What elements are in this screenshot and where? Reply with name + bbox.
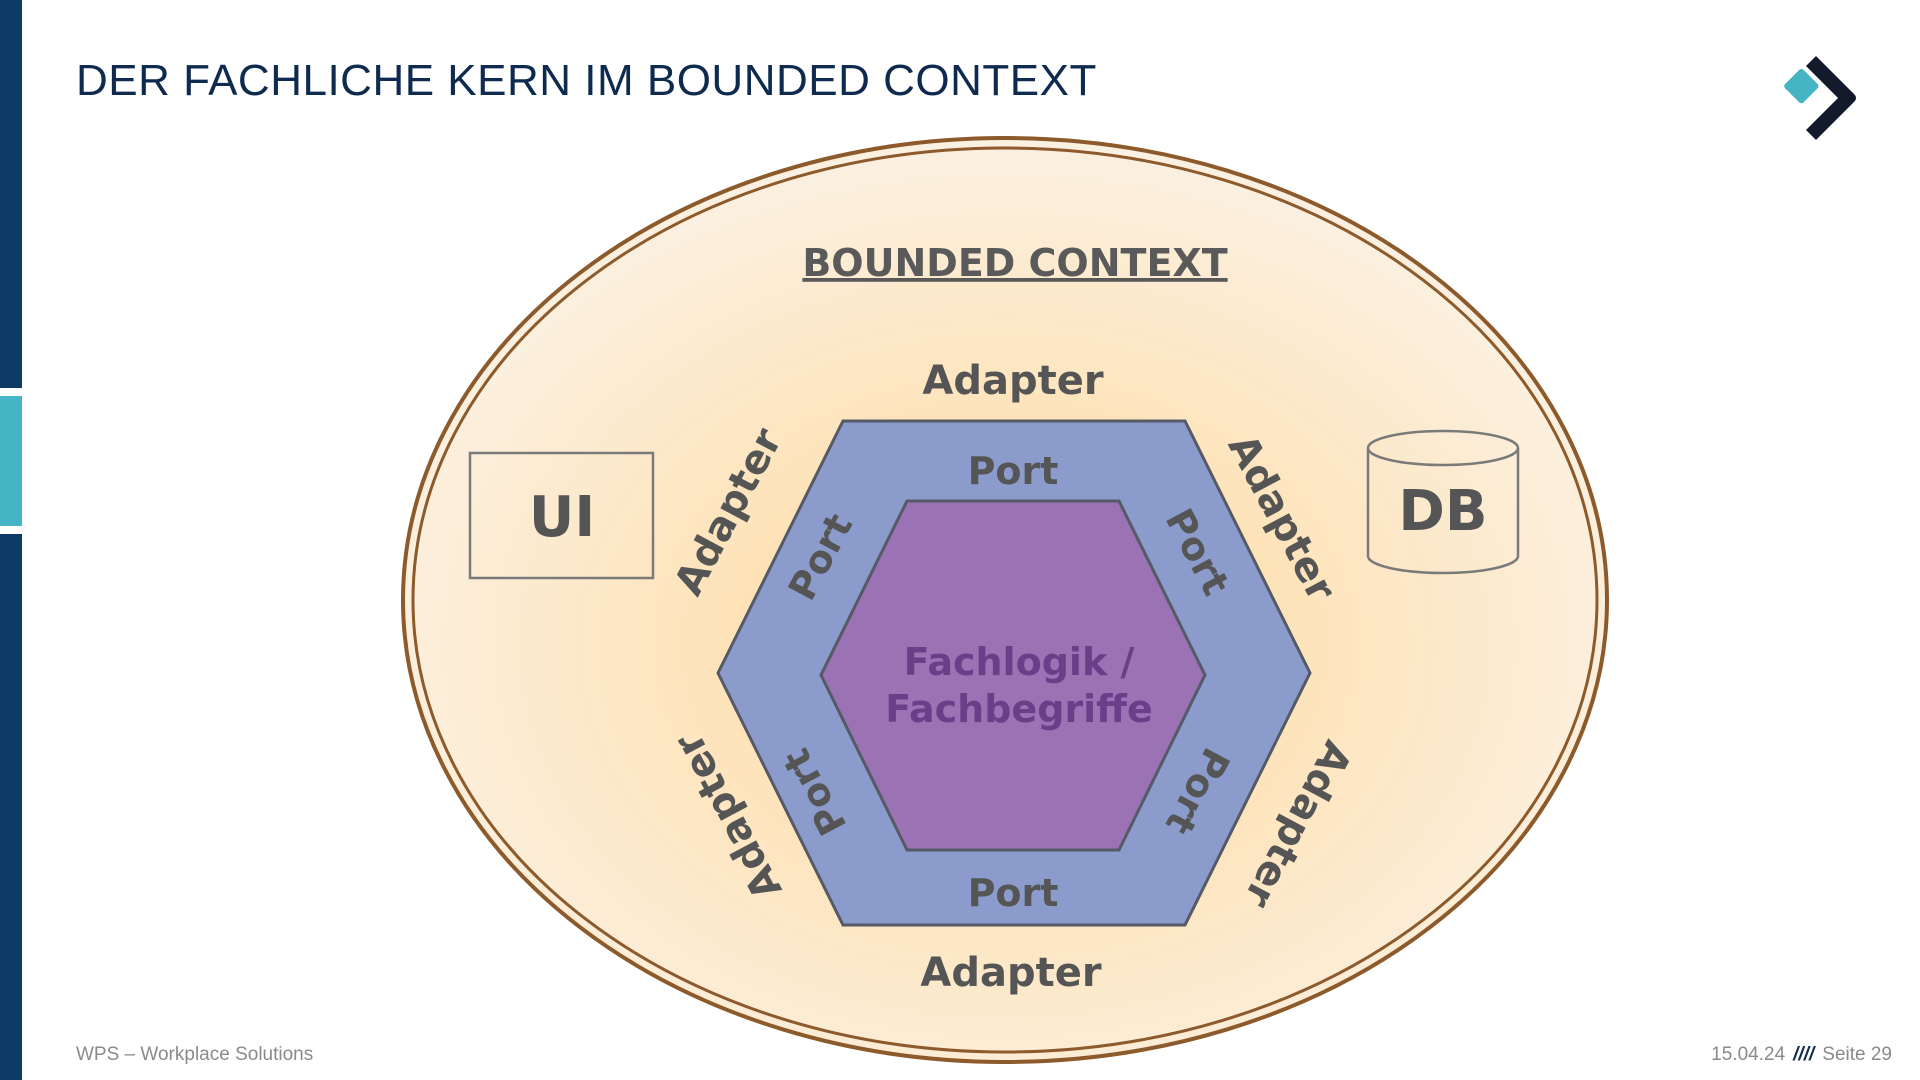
port-label-bottom: Port bbox=[968, 871, 1059, 915]
footer-page-number: Seite 29 bbox=[1822, 1044, 1892, 1065]
db-label: DB bbox=[1398, 479, 1487, 544]
adapter-label-top: Adapter bbox=[922, 358, 1103, 404]
sidebar-accent-top bbox=[0, 0, 22, 388]
adapter-label-bottom: Adapter bbox=[920, 950, 1101, 996]
footer-company: WPS – Workplace Solutions bbox=[76, 1044, 314, 1065]
core-label-line2: Fachbegriffe bbox=[885, 687, 1152, 731]
footer-meta: 15.04.24 //// Seite 29 bbox=[1711, 1044, 1892, 1066]
db-cylinder-icon bbox=[1366, 429, 1520, 575]
ui-box bbox=[468, 451, 655, 580]
footer-date: 15.04.24 bbox=[1711, 1044, 1786, 1065]
bounded-context-label: BOUNDED CONTEXT bbox=[802, 241, 1227, 285]
ui-label: UI bbox=[529, 485, 595, 550]
sidebar-accent-middle bbox=[0, 396, 22, 526]
core-label-line1: Fachlogik / bbox=[904, 640, 1135, 684]
port-label-top: Port bbox=[968, 449, 1059, 493]
sidebar-accent-bottom bbox=[0, 534, 22, 1080]
slide-title: DER FACHLICHE KERN IM BOUNDED CONTEXT bbox=[76, 56, 1097, 105]
company-logo-icon bbox=[1784, 56, 1856, 140]
footer-separator: //// bbox=[1793, 1044, 1815, 1065]
domain-core-hexagon bbox=[819, 499, 1207, 852]
